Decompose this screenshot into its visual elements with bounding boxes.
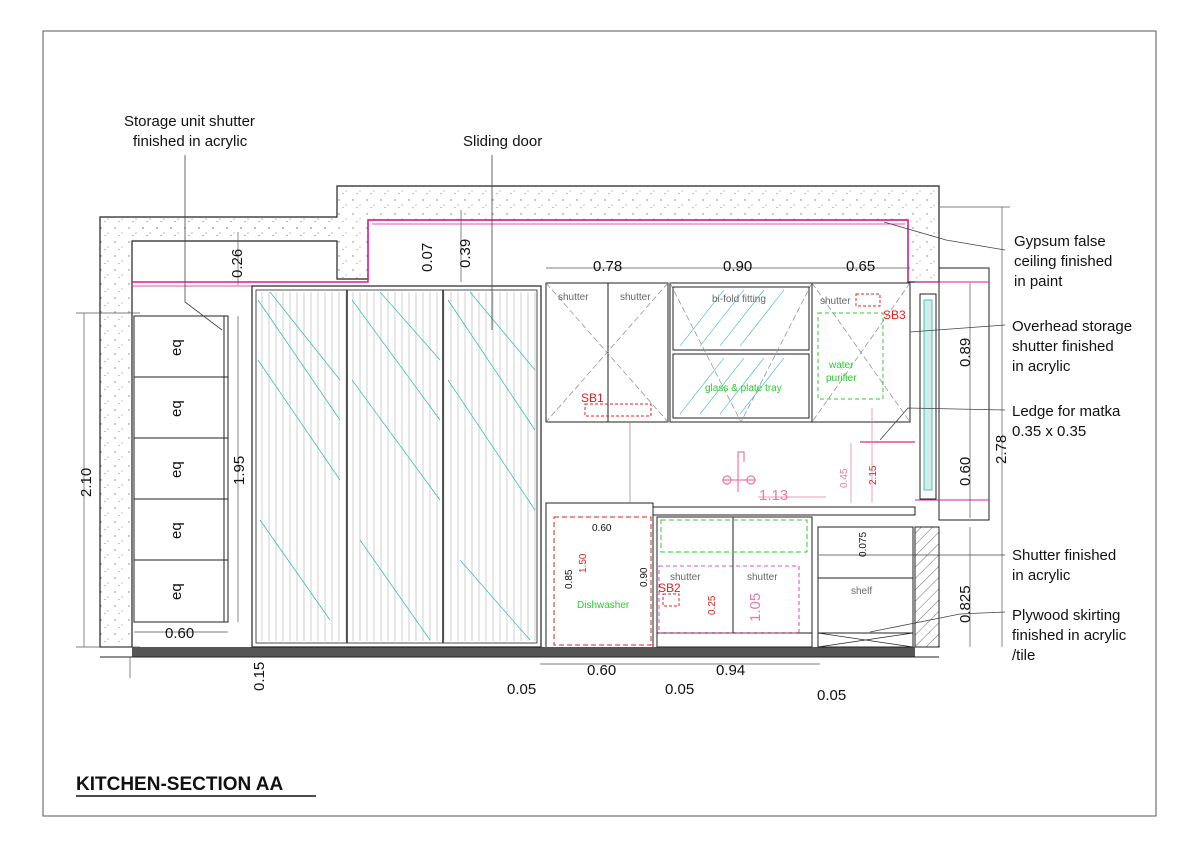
dim-007: 0.07 [419,243,436,272]
dim-005-a: 0.05 [507,681,536,698]
sink-outline [660,519,808,553]
faucet-icon [722,451,756,492]
door-glass-line [459,559,531,641]
lbl-sb1: SB1 [581,391,604,405]
lbl-water: water [828,360,854,371]
ann-sliding-door: Sliding door [463,133,542,150]
lbl-eq-2: eq [168,400,185,417]
door-glass-line [351,379,441,501]
water-purifier-box [817,312,884,400]
dim-0075: 0.075 [858,532,869,557]
sb1-box [584,403,652,417]
floor-band [132,647,915,657]
dim-039: 0.39 [457,239,474,268]
door-glass-line [447,379,536,511]
drawing-labels: Storage unit shutter finished in acrylic… [76,113,1132,797]
drawer-outline [658,565,800,634]
leader-lines [184,155,1006,633]
lbl-dishwasher: Dishwasher [577,600,630,611]
sb3-box [855,293,881,307]
dim-150: 1.50 [578,553,589,573]
lbl-shutter-1: shutter [558,292,589,303]
dimension-lines [76,206,1010,678]
dim-065: 0.65 [846,258,875,275]
ann-gypsum-1: Gypsum false [1014,233,1106,250]
ann-gypsum-3: in paint [1014,273,1063,290]
dim-090-dw: 0.90 [639,567,650,587]
door-glass-line [269,291,341,381]
door-glass-line [379,291,441,361]
ann-storage-2: finished in acrylic [133,133,248,150]
ann-overhead-1: Overhead storage [1012,318,1132,335]
drawing-title: KITCHEN-SECTION AA [76,774,284,795]
sb2-box [662,593,680,607]
dim-015: 0.15 [251,662,268,691]
dim-215: 2.15 [868,465,879,485]
dim-195: 1.95 [231,456,248,485]
storage-unit [133,315,229,623]
lbl-glass-tray: glass & plate tray [705,383,782,394]
dim-005-c: 0.05 [817,687,846,704]
dim-210: 2.10 [78,468,95,497]
dim-060-dw: 0.60 [592,523,612,534]
overhead-glass [679,289,785,415]
overhead-units [545,282,911,423]
dim-026: 0.26 [229,249,246,278]
door-glass-line [257,359,341,481]
dim-005-b: 0.05 [665,681,694,698]
dim-278: 2.78 [993,435,1010,464]
dishwasher-outline [553,516,652,646]
dim-0825: 0.825 [957,585,974,623]
ann-shutter-finished-1: Shutter finished [1012,547,1116,564]
ceiling-slab [99,185,940,648]
ann-gypsum-2: ceiling finished [1014,253,1112,270]
dim-060-right: 0.60 [957,457,974,486]
sliding-door [251,285,542,648]
lbl-eq-1: eq [168,339,185,356]
dim-078: 0.78 [593,258,622,275]
ann-storage-1: Storage unit shutter [124,113,255,130]
lbl-shutter-3: shutter [820,296,851,307]
ann-plywood-2: finished in acrylic [1012,627,1127,644]
lbl-shelf: shelf [851,586,872,597]
dim-060-left: 0.60 [165,625,194,642]
door-glass-line [359,539,431,641]
ann-overhead-2: shutter finished [1012,338,1114,355]
lbl-eq-4: eq [168,522,185,539]
dim-089: 0.89 [957,338,974,367]
dim-105: 1.05 [747,593,764,622]
dim-090-top: 0.90 [723,258,752,275]
dim-060-bottom: 0.60 [587,662,616,679]
ann-ledge-1: Ledge for matka [1012,403,1121,420]
lbl-eq-3: eq [168,461,185,478]
dim-045: 0.45 [839,468,850,488]
lbl-shutter-5: shutter [747,572,778,583]
overhead-cross [545,282,911,423]
door-glass-line [257,299,341,421]
lbl-shutter-4: shutter [670,572,701,583]
dim-085: 0.85 [564,569,575,589]
door-glass-line [469,291,536,371]
dim-113: 1.13 [759,487,788,504]
lbl-purifier: purifier [826,373,857,384]
door-glass-line [447,299,536,431]
lbl-eq-5: eq [168,583,185,600]
dim-094: 0.94 [716,662,745,679]
right-wall-window [914,267,990,648]
sheet-border [42,30,1157,817]
ann-shutter-finished-2: in acrylic [1012,567,1071,584]
dim-025: 0.25 [707,595,718,615]
ann-ledge-2: 0.35 x 0.35 [1012,423,1086,440]
ann-plywood-1: Plywood skirting [1012,607,1120,624]
lbl-sb3: SB3 [883,308,906,322]
ann-plywood-3: /tile [1012,647,1035,664]
counter-and-base [545,422,916,648]
door-glass-line [259,519,331,621]
lbl-bifold: bi-fold fitting [712,294,766,305]
lbl-sb2: SB2 [658,581,681,595]
ann-overhead-3: in acrylic [1012,358,1071,375]
door-glass-line [351,299,441,421]
lbl-shutter-2: shutter [620,292,651,303]
